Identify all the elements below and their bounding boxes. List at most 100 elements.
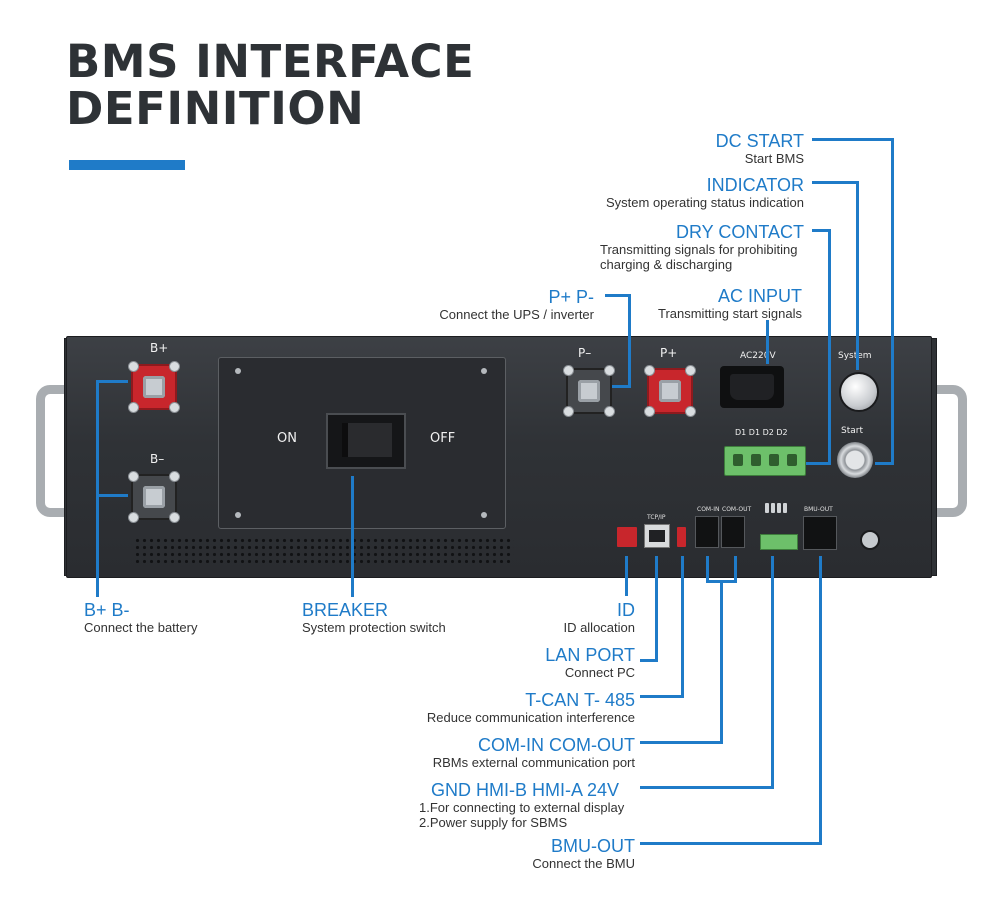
callout-dry-contact-heading: DRY CONTACT (675, 222, 804, 242)
callout-tcan: T-CAN T- 485 Reduce communication interf… (427, 690, 635, 725)
callout-battery: B+ B- Connect the battery (84, 600, 197, 635)
p-plus-label: P+ (660, 346, 678, 360)
p-minus-label: P– (578, 346, 592, 360)
system-label: System (838, 351, 872, 361)
callout-dry-contact-desc-2: charging & discharging (600, 257, 733, 272)
callout-tcan-heading: T-CAN T- 485 (525, 690, 635, 710)
callout-pp-desc: Connect the UPS / inverter (439, 307, 594, 322)
callout-breaker: BREAKER System protection switch (302, 600, 446, 635)
b-minus-label: B– (150, 452, 165, 466)
line-id (625, 556, 628, 596)
callout-breaker-heading: BREAKER (302, 600, 389, 620)
port-bmuout-label: BMU-OUT (804, 506, 833, 513)
callout-id: ID ID allocation (563, 600, 635, 635)
line-ac-input (766, 320, 769, 364)
callout-pp: P+ P- Connect the UPS / inverter (439, 287, 594, 322)
line-dc-start-foot (875, 462, 894, 465)
callout-pp-heading: P+ P- (548, 287, 594, 307)
ac-input-socket[interactable] (720, 366, 784, 408)
callout-gnd: GND HMI-B HMI-A 24V 1.For connecting to … (419, 780, 624, 830)
dry-contact-pins-label: D1 D1 D2 D2 (735, 428, 788, 437)
line-pp-v (628, 294, 631, 388)
line-com-v (720, 580, 723, 744)
callout-com: COM-IN COM-OUT RBMs external communicati… (433, 735, 635, 770)
callout-com-heading: COM-IN COM-OUT (478, 735, 635, 755)
title-line-1: BMS INTERFACE (66, 35, 475, 88)
b-minus-terminal[interactable] (128, 471, 180, 523)
line-pp-foot (612, 385, 631, 388)
port-tcp-label: TCP/IP (647, 514, 666, 521)
p-plus-terminal[interactable] (644, 365, 696, 417)
line-indicator-h (812, 181, 859, 184)
callout-ac-input-heading: AC INPUT (717, 286, 802, 306)
callout-dc-start-desc: Start BMS (744, 151, 804, 166)
ground-terminal (860, 530, 880, 550)
callout-com-desc: RBMs external communication port (432, 755, 635, 770)
title-underline (69, 160, 185, 170)
callout-gnd-desc-1: 1.For connecting to external display (419, 800, 625, 815)
ventilation-grille (134, 537, 514, 565)
p-minus-terminal[interactable] (563, 365, 615, 417)
callout-ac-input: AC INPUT Transmitting start signals (658, 286, 802, 321)
dry-contact-connector[interactable] (724, 446, 806, 476)
line-lan-h (640, 659, 658, 662)
callout-breaker-desc: System protection switch (302, 620, 446, 635)
title-line-2: DEFINITION (66, 82, 365, 135)
line-battery-top (96, 380, 128, 383)
dc-start-button[interactable] (837, 442, 873, 478)
callout-indicator-desc: System operating status indication (606, 195, 804, 210)
page-title: BMS INTERFACE DEFINITION (66, 38, 474, 132)
callout-dc-start: DC START Start BMS (716, 131, 804, 166)
callout-gnd-heading: GND HMI-B HMI-A 24V (431, 780, 620, 800)
start-label: Start (841, 426, 863, 436)
callout-battery-desc: Connect the battery (84, 620, 198, 635)
line-dry-contact-v (828, 229, 831, 465)
line-pp-h (605, 294, 631, 297)
com-in-port[interactable] (695, 516, 719, 548)
line-indicator-v (856, 181, 859, 370)
breaker-on-label: ON (277, 431, 297, 446)
line-tcan-v (681, 556, 684, 698)
callout-dry-contact: DRY CONTACT (676, 222, 804, 242)
bmu-out-port[interactable] (803, 516, 837, 550)
line-gnd-h (640, 786, 774, 789)
callout-bmu: BMU-OUT Connect the BMU (532, 836, 635, 871)
callout-bmu-desc: Connect the BMU (532, 856, 635, 871)
line-bmu-h (640, 842, 822, 845)
b-plus-terminal[interactable] (128, 361, 180, 413)
callout-lan: LAN PORT Connect PC (545, 645, 635, 680)
breaker-switch[interactable] (326, 413, 406, 469)
port-comout-label: COM-OUT (722, 506, 752, 513)
line-dry-contact-h (812, 229, 831, 232)
callout-id-desc: ID allocation (563, 620, 635, 635)
callout-tcan-desc: Reduce communication interference (426, 710, 635, 725)
line-lan-v (655, 556, 658, 662)
callout-indicator: INDICATOR System operating status indica… (606, 175, 804, 210)
callout-indicator-heading: INDICATOR (706, 175, 804, 195)
line-tcan-h (640, 695, 684, 698)
line-dc-start-h (812, 138, 894, 141)
gnd-hmi-connector[interactable] (760, 534, 798, 550)
callout-lan-desc: Connect PC (564, 665, 635, 680)
tcan-dip-switch[interactable] (677, 527, 686, 547)
breaker-off-label: OFF (430, 431, 456, 446)
port-comin-label: COM-IN (697, 506, 720, 513)
line-bmu-v (819, 556, 822, 845)
line-battery-v (96, 380, 99, 597)
system-indicator-light (839, 372, 879, 412)
line-gnd-v (771, 556, 774, 789)
callout-ac-input-desc: Transmitting start signals (657, 306, 802, 321)
lan-port[interactable] (644, 524, 670, 548)
com-out-port[interactable] (721, 516, 745, 548)
line-com-h (640, 741, 723, 744)
ac220v-label: AC220V (740, 351, 776, 361)
callout-dry-contact-desc-1: Transmitting signals for prohibiting (600, 242, 798, 257)
callout-dc-start-heading: DC START (715, 131, 804, 151)
b-plus-label: B+ (150, 341, 169, 355)
callout-gnd-desc-2: 2.Power supply for SBMS (419, 815, 568, 830)
line-dc-start-v (891, 138, 894, 465)
callout-battery-heading: B+ B- (84, 600, 130, 620)
id-dip-switch[interactable] (617, 527, 637, 547)
line-breaker (351, 476, 354, 597)
line-com-right (734, 556, 737, 583)
